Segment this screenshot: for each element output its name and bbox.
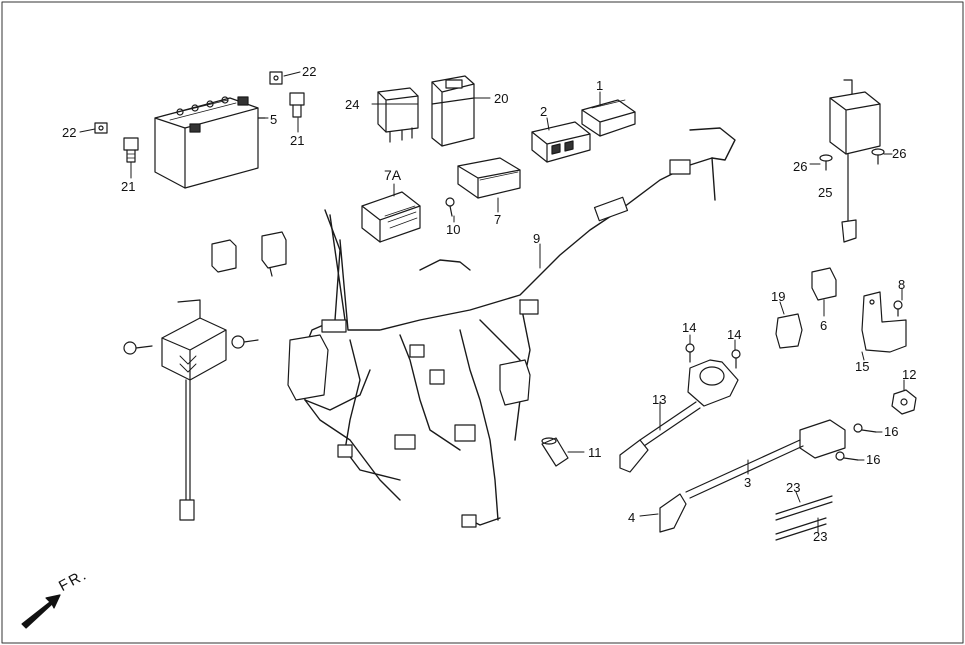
bracket-15-part — [861, 291, 907, 353]
callout-14-right: 14 — [727, 327, 742, 342]
callout-26-right: 26 — [892, 146, 907, 161]
starter-relay-part — [161, 299, 227, 521]
callout-9: 9 — [533, 231, 541, 246]
callout-20: 20 — [494, 91, 509, 106]
callout-26-left: 26 — [793, 159, 808, 174]
harness-components — [287, 159, 691, 528]
fuse-holder-19-part — [775, 313, 803, 349]
nut-12 — [891, 389, 917, 415]
screw-10 — [445, 197, 455, 217]
callout-15: 15 — [855, 359, 870, 374]
callout-24: 24 — [345, 97, 360, 112]
callout-25: 25 — [818, 185, 833, 200]
bolt-14-left — [685, 343, 695, 363]
callout-10: 10 — [446, 222, 461, 237]
module-2-part — [531, 121, 591, 163]
callout-4: 4 — [628, 510, 636, 525]
sensor-13-part — [619, 359, 739, 473]
callout-21-left: 21 — [121, 179, 136, 194]
screw-26-right — [871, 148, 885, 165]
callout-19: 19 — [771, 289, 786, 304]
nut-22-left — [94, 122, 108, 134]
front-arrow-icon — [21, 594, 61, 629]
callout-21-right: 21 — [290, 133, 305, 148]
fuse-6-part — [811, 267, 837, 301]
callout-16-lower: 16 — [866, 452, 881, 467]
cap-11-part — [541, 437, 569, 467]
connector-pair — [211, 231, 287, 277]
bolt-14-right — [731, 349, 741, 369]
screw-26-left — [819, 154, 833, 171]
callout-14-left: 14 — [682, 320, 697, 335]
callout-23-upper: 23 — [786, 480, 801, 495]
module-7a-part — [361, 191, 421, 243]
nut-22-right — [269, 71, 283, 85]
callout-11: 11 — [588, 445, 602, 460]
bolt-16-a — [853, 423, 877, 433]
callout-7a: 7A — [384, 167, 402, 183]
leader-lines — [79, 71, 905, 533]
callout-7: 7 — [494, 212, 502, 227]
callout-22-right: 22 — [302, 64, 317, 79]
ignition-coil-3-part — [659, 419, 846, 533]
callout-12: 12 — [902, 367, 917, 382]
unit-25-part — [829, 79, 881, 243]
bolt-16-b — [835, 451, 859, 461]
bolt-8 — [893, 300, 903, 317]
callout-2: 2 — [540, 104, 548, 119]
module-7-part — [457, 157, 521, 199]
battery-part — [154, 96, 266, 189]
callout-6: 6 — [820, 318, 828, 333]
callout-5: 5 — [270, 112, 278, 127]
relay-20-part — [431, 75, 475, 147]
callout-23-lower: 23 — [813, 529, 828, 544]
callout-22-left: 22 — [62, 125, 77, 140]
callout-1: 1 — [596, 78, 604, 93]
callout-13: 13 — [652, 392, 667, 407]
regulator-1-part — [581, 99, 636, 137]
bolts-relay — [123, 335, 259, 355]
bolt-21-left — [123, 137, 139, 163]
callout-16-upper: 16 — [884, 424, 899, 439]
callout-3: 3 — [744, 475, 752, 490]
bolt-21-right — [289, 92, 305, 118]
callout-8: 8 — [898, 277, 906, 292]
relay-24-part — [377, 87, 419, 143]
